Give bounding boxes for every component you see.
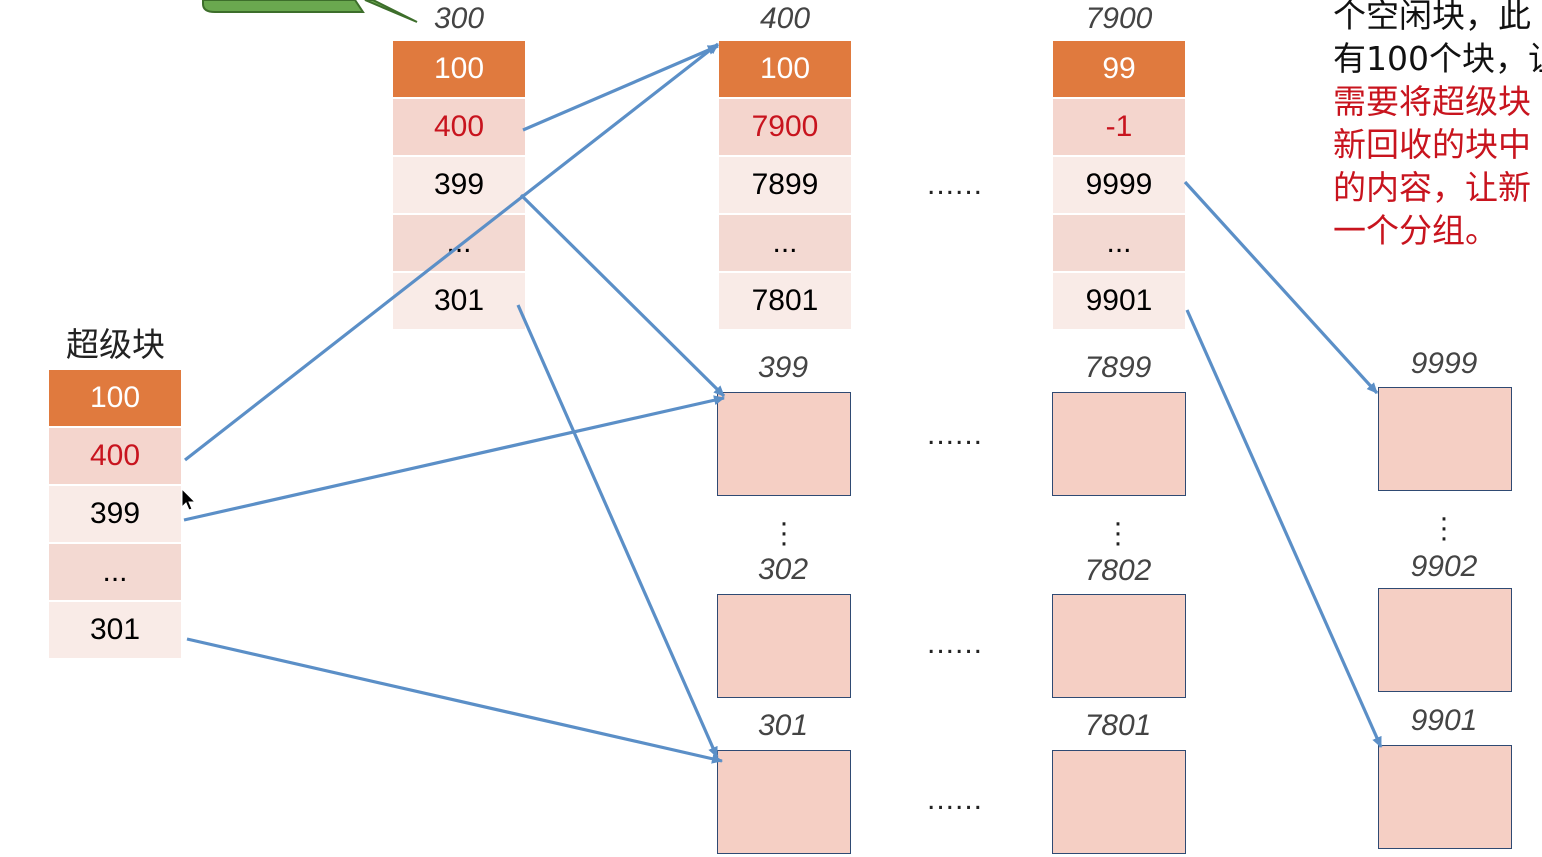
explanation-note: 个空闲块，此 有100个块，让 需要将超级块 新回收的块中 的内容，让新 一个分…: [1333, 0, 1542, 252]
superblock-ellipsis: ...: [49, 544, 181, 600]
arrow-300-301-to-block: [516, 304, 719, 758]
data-block: [717, 750, 851, 854]
block-301-label: 301: [757, 709, 809, 742]
group-400-entry: 7801: [719, 273, 851, 329]
data-block: [1378, 588, 1512, 692]
block-9901-label: 9901: [1410, 704, 1478, 737]
note-line: 有100个块，让: [1333, 39, 1542, 78]
group-300-ellipsis: ...: [393, 215, 525, 271]
group-7900-ellipsis: ...: [1053, 215, 1185, 271]
group-7900-entry: 9901: [1053, 273, 1185, 329]
superblock-entry: 301: [49, 602, 181, 658]
vertical-ellipsis: ···: [1113, 506, 1123, 559]
group-7900-next-link: -1: [1053, 99, 1185, 155]
vertical-ellipsis: ···: [779, 506, 789, 559]
group-7900-count: 99: [1053, 41, 1185, 97]
callout-bubble: [202, 0, 418, 23]
block-9902-label: 9902: [1410, 550, 1478, 583]
data-block: [717, 594, 851, 698]
data-block: [717, 392, 851, 496]
arrow-superblock-to-400: [184, 42, 719, 462]
block-9999-label: 9999: [1410, 347, 1478, 380]
ellipsis-row-2: ......: [927, 418, 984, 451]
data-block: [1378, 745, 1512, 849]
group-300-count: 100: [393, 41, 525, 97]
group-400-ellipsis: ...: [719, 215, 851, 271]
superblock-count: 100: [49, 370, 181, 426]
vertical-ellipsis: ···: [1439, 501, 1449, 554]
group-300-label: 300: [433, 2, 485, 35]
arrow-7900-9999-to-block: [1183, 180, 1379, 395]
group-300-next-link: 400: [393, 99, 525, 155]
group-400-next-link: 7900: [719, 99, 851, 155]
arrow-300-to-400: [522, 44, 719, 132]
arrow-superblock-to-399: [183, 395, 725, 522]
group-7900-label: 7900: [1085, 2, 1153, 35]
superblock-next-link: 400: [49, 428, 181, 484]
note-line-red: 新回收的块中: [1333, 125, 1531, 164]
data-block: [1378, 387, 1512, 491]
data-block: [1052, 392, 1186, 496]
mouse-cursor-icon: [181, 488, 197, 511]
ellipsis-row-4: ......: [927, 783, 984, 816]
group-400-entry: 7899: [719, 157, 851, 213]
note-line: 个空闲块，此: [1333, 0, 1531, 35]
block-7899-label: 7899: [1084, 351, 1152, 384]
note-line-red: 需要将超级块: [1333, 82, 1531, 121]
arrow-superblock-to-301: [186, 637, 723, 764]
group-300-entry: 399: [393, 157, 525, 213]
block-302-label: 302: [757, 553, 809, 586]
arrow-7900-9901-to-block: [1185, 309, 1383, 748]
note-line-red: 的内容，让新: [1333, 168, 1531, 207]
block-7802-label: 7802: [1084, 554, 1152, 587]
arrow-300-399-to-block: [519, 193, 726, 398]
data-block: [1052, 594, 1186, 698]
note-line-red: 一个分组。: [1333, 211, 1498, 250]
group-7900-entry: 9999: [1053, 157, 1185, 213]
data-block: [1052, 750, 1186, 854]
superblock-entry: 399: [49, 486, 181, 542]
ellipsis-row-3: ......: [927, 627, 984, 660]
superblock-title: 超级块: [66, 325, 165, 364]
block-7801-label: 7801: [1084, 709, 1152, 742]
group-400-count: 100: [719, 41, 851, 97]
ellipsis-row-1: ......: [927, 168, 984, 201]
group-400-label: 400: [759, 2, 811, 35]
block-399-label: 399: [757, 351, 809, 384]
